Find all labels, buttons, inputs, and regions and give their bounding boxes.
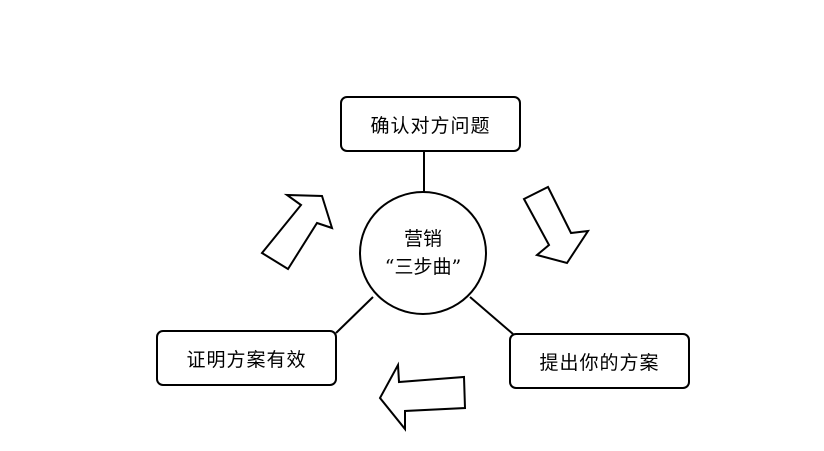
step-label-right: 提出你的方案 (539, 351, 660, 374)
connector-right (469, 296, 514, 335)
center-circle: 营销 “三步曲” (359, 191, 487, 315)
step-label-left: 证明方案有效 (186, 348, 307, 371)
center-label-line2: “三步曲” (384, 256, 462, 278)
arrow-to-top-step (260, 193, 334, 271)
step-box-left: 证明方案有效 (156, 330, 337, 386)
connector-left (335, 296, 374, 334)
arrow-to-left-step (378, 361, 467, 432)
step-box-top: 确认对方问题 (340, 96, 521, 152)
center-label-line1: 营销 (403, 228, 442, 250)
step-box-right: 提出你的方案 (509, 333, 690, 389)
step-label-top: 确认对方问题 (370, 114, 491, 137)
arrow-to-right-step (522, 185, 591, 265)
